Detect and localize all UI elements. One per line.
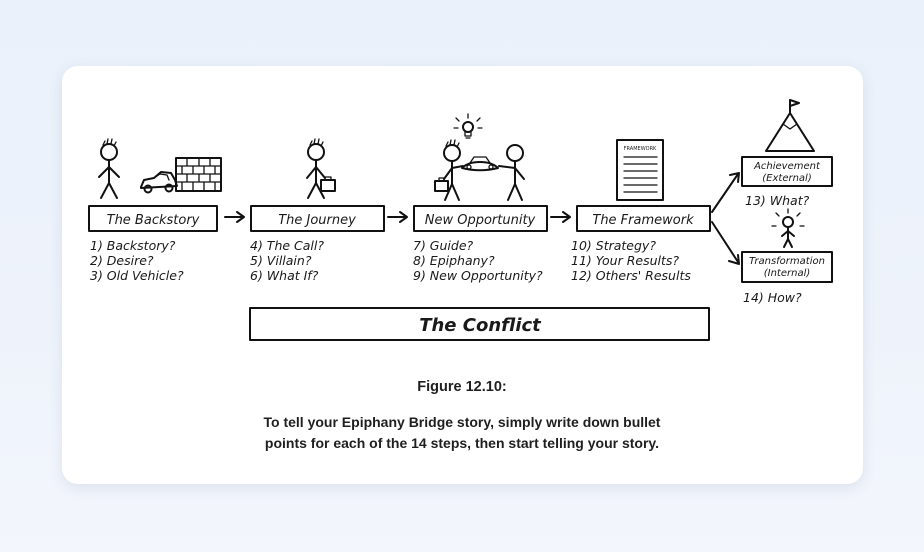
lightbulb-icon — [453, 113, 483, 139]
arrow-up-achievement — [711, 172, 740, 213]
outcome-subtitle: (External) — [762, 173, 811, 184]
figure-label: Figure 12.10: — [417, 379, 507, 395]
conflict-box: The Conflict — [249, 307, 710, 341]
outcome-subtitle: (Internal) — [764, 268, 811, 279]
guide-figure-icon — [443, 139, 464, 201]
outcome-title: Transformation — [749, 256, 825, 267]
stage-title: The Backstory — [107, 213, 200, 228]
stage-title: The Journey — [278, 213, 356, 228]
outcome-transformation: Transformation (Internal) 14) How? — [741, 251, 833, 305]
list-item: 11) Your Results? — [571, 253, 679, 268]
hero-figure-icon — [498, 144, 525, 201]
framework-document-icon: FRAMEWORK — [616, 139, 664, 201]
briefcase-icon — [434, 177, 449, 192]
outcome-item: 14) How? — [743, 290, 802, 305]
figure-card — [62, 66, 863, 484]
document-heading: FRAMEWORK — [624, 146, 657, 152]
stage-title: The Framework — [592, 213, 694, 228]
arrow-1 — [224, 211, 245, 223]
brick-wall-icon — [175, 157, 222, 192]
stick-figure-icon — [98, 138, 120, 199]
list-item: 1) Backstory? — [90, 238, 176, 253]
list-item: 5) Villain? — [250, 253, 312, 268]
list-item: 12) Others' Results — [571, 268, 691, 283]
list-item: 3) Old Vehicle? — [90, 268, 184, 283]
arrow-2 — [387, 211, 408, 223]
list-journey: 4) The Call? 5) Villain? 6) What If? — [250, 238, 324, 283]
figure-caption-line: To tell your Epiphany Bridge story, simp… — [263, 414, 661, 430]
list-item: 10) Strategy? — [571, 238, 656, 253]
figure-caption-line: points for each of the 14 steps, then st… — [264, 435, 660, 451]
list-new-opportunity: 7) Guide? 8) Epiphany? 9) New Opportunit… — [413, 238, 543, 283]
stage-new-opportunity: New Opportunity — [413, 205, 548, 232]
list-item: 6) What If? — [250, 268, 319, 283]
list-backstory: 1) Backstory? 2) Desire? 3) Old Vehicle? — [90, 238, 184, 283]
traveler-figure-icon — [306, 138, 326, 199]
stage-framework: The Framework — [576, 205, 711, 232]
list-item: 8) Epiphany? — [413, 253, 495, 268]
list-framework: 10) Strategy? 11) Your Results? 12) Othe… — [571, 238, 691, 283]
list-item: 7) Guide? — [413, 238, 474, 253]
list-item: 2) Desire? — [90, 253, 154, 268]
stage-backstory: The Backstory — [88, 205, 218, 232]
outcome-item: 13) What? — [745, 193, 810, 208]
list-item: 9) New Opportunity? — [413, 268, 543, 283]
outcome-title: Achievement — [753, 161, 821, 172]
list-item: 4) The Call? — [250, 238, 324, 253]
wrecked-car-icon — [140, 171, 178, 194]
briefcase-icon — [320, 176, 336, 192]
mountain-flag-icon — [765, 99, 815, 152]
outcome-achievement: Achievement (External) 13) What? — [741, 156, 833, 208]
transformed-figure-icon — [771, 208, 805, 248]
arrow-3 — [550, 211, 571, 223]
stage-journey: The Journey — [250, 205, 385, 232]
arrow-down-transformation — [711, 221, 740, 265]
conflict-label: The Conflict — [419, 315, 542, 336]
stage-title: New Opportunity — [425, 213, 536, 228]
new-car-icon — [461, 156, 499, 172]
